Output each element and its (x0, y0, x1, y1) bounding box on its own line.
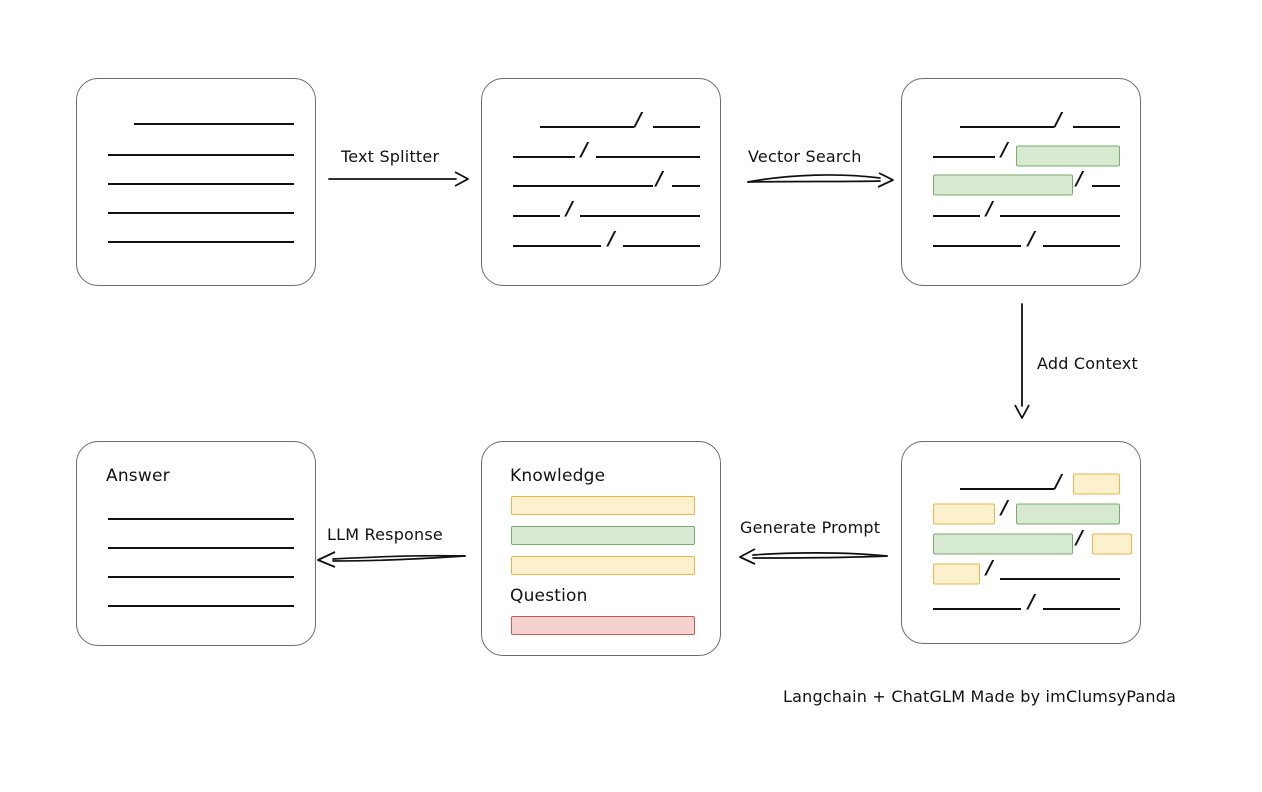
split-separator: / (1001, 496, 1008, 519)
answer-line (108, 518, 294, 520)
document-line (513, 185, 653, 187)
document-line (108, 241, 294, 243)
document-line (540, 126, 634, 128)
prompt-card: Knowledge Question (481, 441, 721, 656)
document-line (623, 245, 700, 247)
document-line (1043, 245, 1120, 247)
split-separator: / (986, 197, 993, 220)
document-line (933, 608, 1021, 610)
matched-chunk-highlight (933, 533, 1073, 555)
document-line (596, 156, 700, 158)
knowledge-bar (511, 526, 695, 545)
split-separator: / (656, 167, 663, 190)
document-line (1043, 608, 1120, 610)
answer-line (108, 547, 294, 549)
source-document-box (76, 78, 316, 286)
split-separator: / (1028, 590, 1035, 613)
context-chunk-highlight (933, 503, 995, 525)
split-separator: / (1028, 227, 1035, 250)
document-line (933, 156, 995, 158)
split-separator: / (986, 556, 993, 579)
matched-chunk-highlight (933, 174, 1073, 196)
document-line (1000, 578, 1120, 580)
edge-label-llm-response: LLM Response (327, 525, 443, 544)
matched-chunk-highlight (1016, 145, 1120, 167)
split-separator: / (581, 138, 588, 161)
split-document-box: / / / / / (481, 78, 721, 286)
context-chunk-highlight (1073, 473, 1120, 495)
document-line (1092, 185, 1120, 187)
document-line (1073, 126, 1120, 128)
arrow-add-context (1010, 302, 1034, 420)
context-document-box: / / / / / (901, 441, 1141, 644)
answer-label: Answer (106, 466, 170, 486)
context-chunk-highlight (1092, 533, 1132, 555)
document-line (108, 154, 294, 156)
split-separator: / (1076, 167, 1083, 190)
footer-credit: Langchain + ChatGLM Made by imClumsyPand… (783, 687, 1177, 706)
document-line (672, 185, 700, 187)
split-separator: / (608, 227, 615, 250)
edge-label-generate-prompt: Generate Prompt (740, 518, 881, 537)
context-chunk-highlight (933, 563, 980, 585)
document-line (933, 245, 1021, 247)
split-separator: / (566, 197, 573, 220)
knowledge-bar (511, 556, 695, 575)
edge-label-vector-search: Vector Search (748, 147, 862, 166)
document-line (108, 183, 294, 185)
document-line (960, 488, 1054, 490)
document-line (513, 215, 560, 217)
document-line (513, 156, 575, 158)
split-separator: / (1076, 526, 1083, 549)
matched-document-box: / / / / / (901, 78, 1141, 286)
arrow-generate-prompt (737, 546, 889, 568)
arrow-text-splitter (328, 168, 470, 188)
answer-line (108, 605, 294, 607)
arrow-llm-response (315, 548, 467, 570)
answer-line (108, 576, 294, 578)
arrow-vector-search (746, 168, 896, 190)
document-line (108, 212, 294, 214)
question-label: Question (510, 586, 588, 606)
document-line (134, 123, 294, 125)
document-line (513, 245, 601, 247)
split-separator: / (1001, 138, 1008, 161)
edge-label-add-context: Add Context (1037, 354, 1138, 373)
split-separator: / (1055, 108, 1062, 131)
question-bar (511, 616, 695, 635)
document-line (960, 126, 1054, 128)
document-line (580, 215, 700, 217)
knowledge-label: Knowledge (510, 466, 606, 486)
knowledge-bar (511, 496, 695, 515)
split-separator: / (1055, 470, 1062, 493)
edge-label-text-splitter: Text Splitter (341, 147, 440, 166)
document-line (653, 126, 700, 128)
document-line (1000, 215, 1120, 217)
document-line (933, 215, 980, 217)
matched-chunk-highlight (1016, 503, 1120, 525)
answer-card: Answer (76, 441, 316, 646)
split-separator: / (635, 108, 642, 131)
